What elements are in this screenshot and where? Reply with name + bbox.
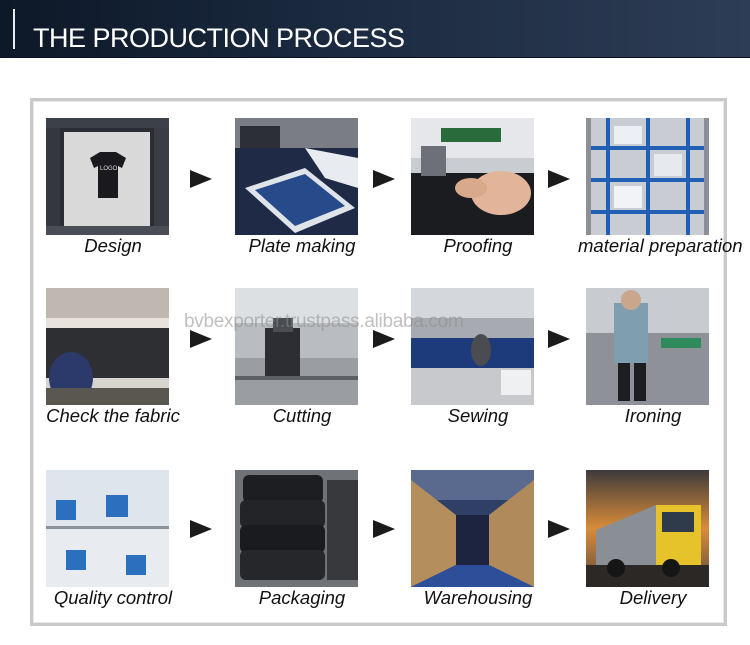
arrow-right-icon — [373, 170, 395, 188]
design-logo-text: LOGO — [100, 166, 117, 172]
arrow-right-icon — [548, 520, 570, 538]
step-label: material preparation — [578, 235, 728, 257]
step-label: Warehousing — [403, 587, 553, 609]
fabric-shelves-photo — [586, 118, 709, 235]
cutting-machine-photo — [235, 288, 358, 405]
arrow-right-icon — [548, 330, 570, 348]
step-label: Quality control — [38, 587, 188, 609]
page-title: THE PRODUCTION PROCESS — [33, 22, 405, 54]
watermark-text: bvbexporter.trustpass.alibaba.com — [184, 311, 463, 333]
delivery-truck-photo — [586, 470, 709, 587]
ironing-station-photo — [586, 288, 709, 405]
step-label: Check the fabric — [38, 405, 188, 427]
step-label: Proofing — [403, 235, 553, 257]
arrow-right-icon — [190, 520, 212, 538]
step-label: Design — [38, 235, 188, 257]
step-label: Ironing — [578, 405, 728, 427]
plate-making-photo — [235, 118, 358, 235]
design-screen-photo: LOGO — [46, 118, 169, 235]
page-header: THE PRODUCTION PROCESS — [0, 0, 750, 58]
step-label: Sewing — [403, 405, 553, 427]
step-label: Cutting — [227, 405, 377, 427]
proofing-sewing-machine-photo — [411, 118, 534, 235]
header-accent-bar — [13, 9, 15, 49]
arrow-right-icon — [548, 170, 570, 188]
arrow-right-icon — [373, 520, 395, 538]
quality-control-photo — [46, 470, 169, 587]
fabric-inspection-photo — [46, 288, 169, 405]
arrow-right-icon — [190, 170, 212, 188]
warehouse-aisle-photo — [411, 470, 534, 587]
step-label: Packaging — [227, 587, 377, 609]
step-label: Plate making — [227, 235, 377, 257]
step-label: Delivery — [578, 587, 728, 609]
sewing-floor-photo — [411, 288, 534, 405]
packaged-garments-photo — [235, 470, 358, 587]
